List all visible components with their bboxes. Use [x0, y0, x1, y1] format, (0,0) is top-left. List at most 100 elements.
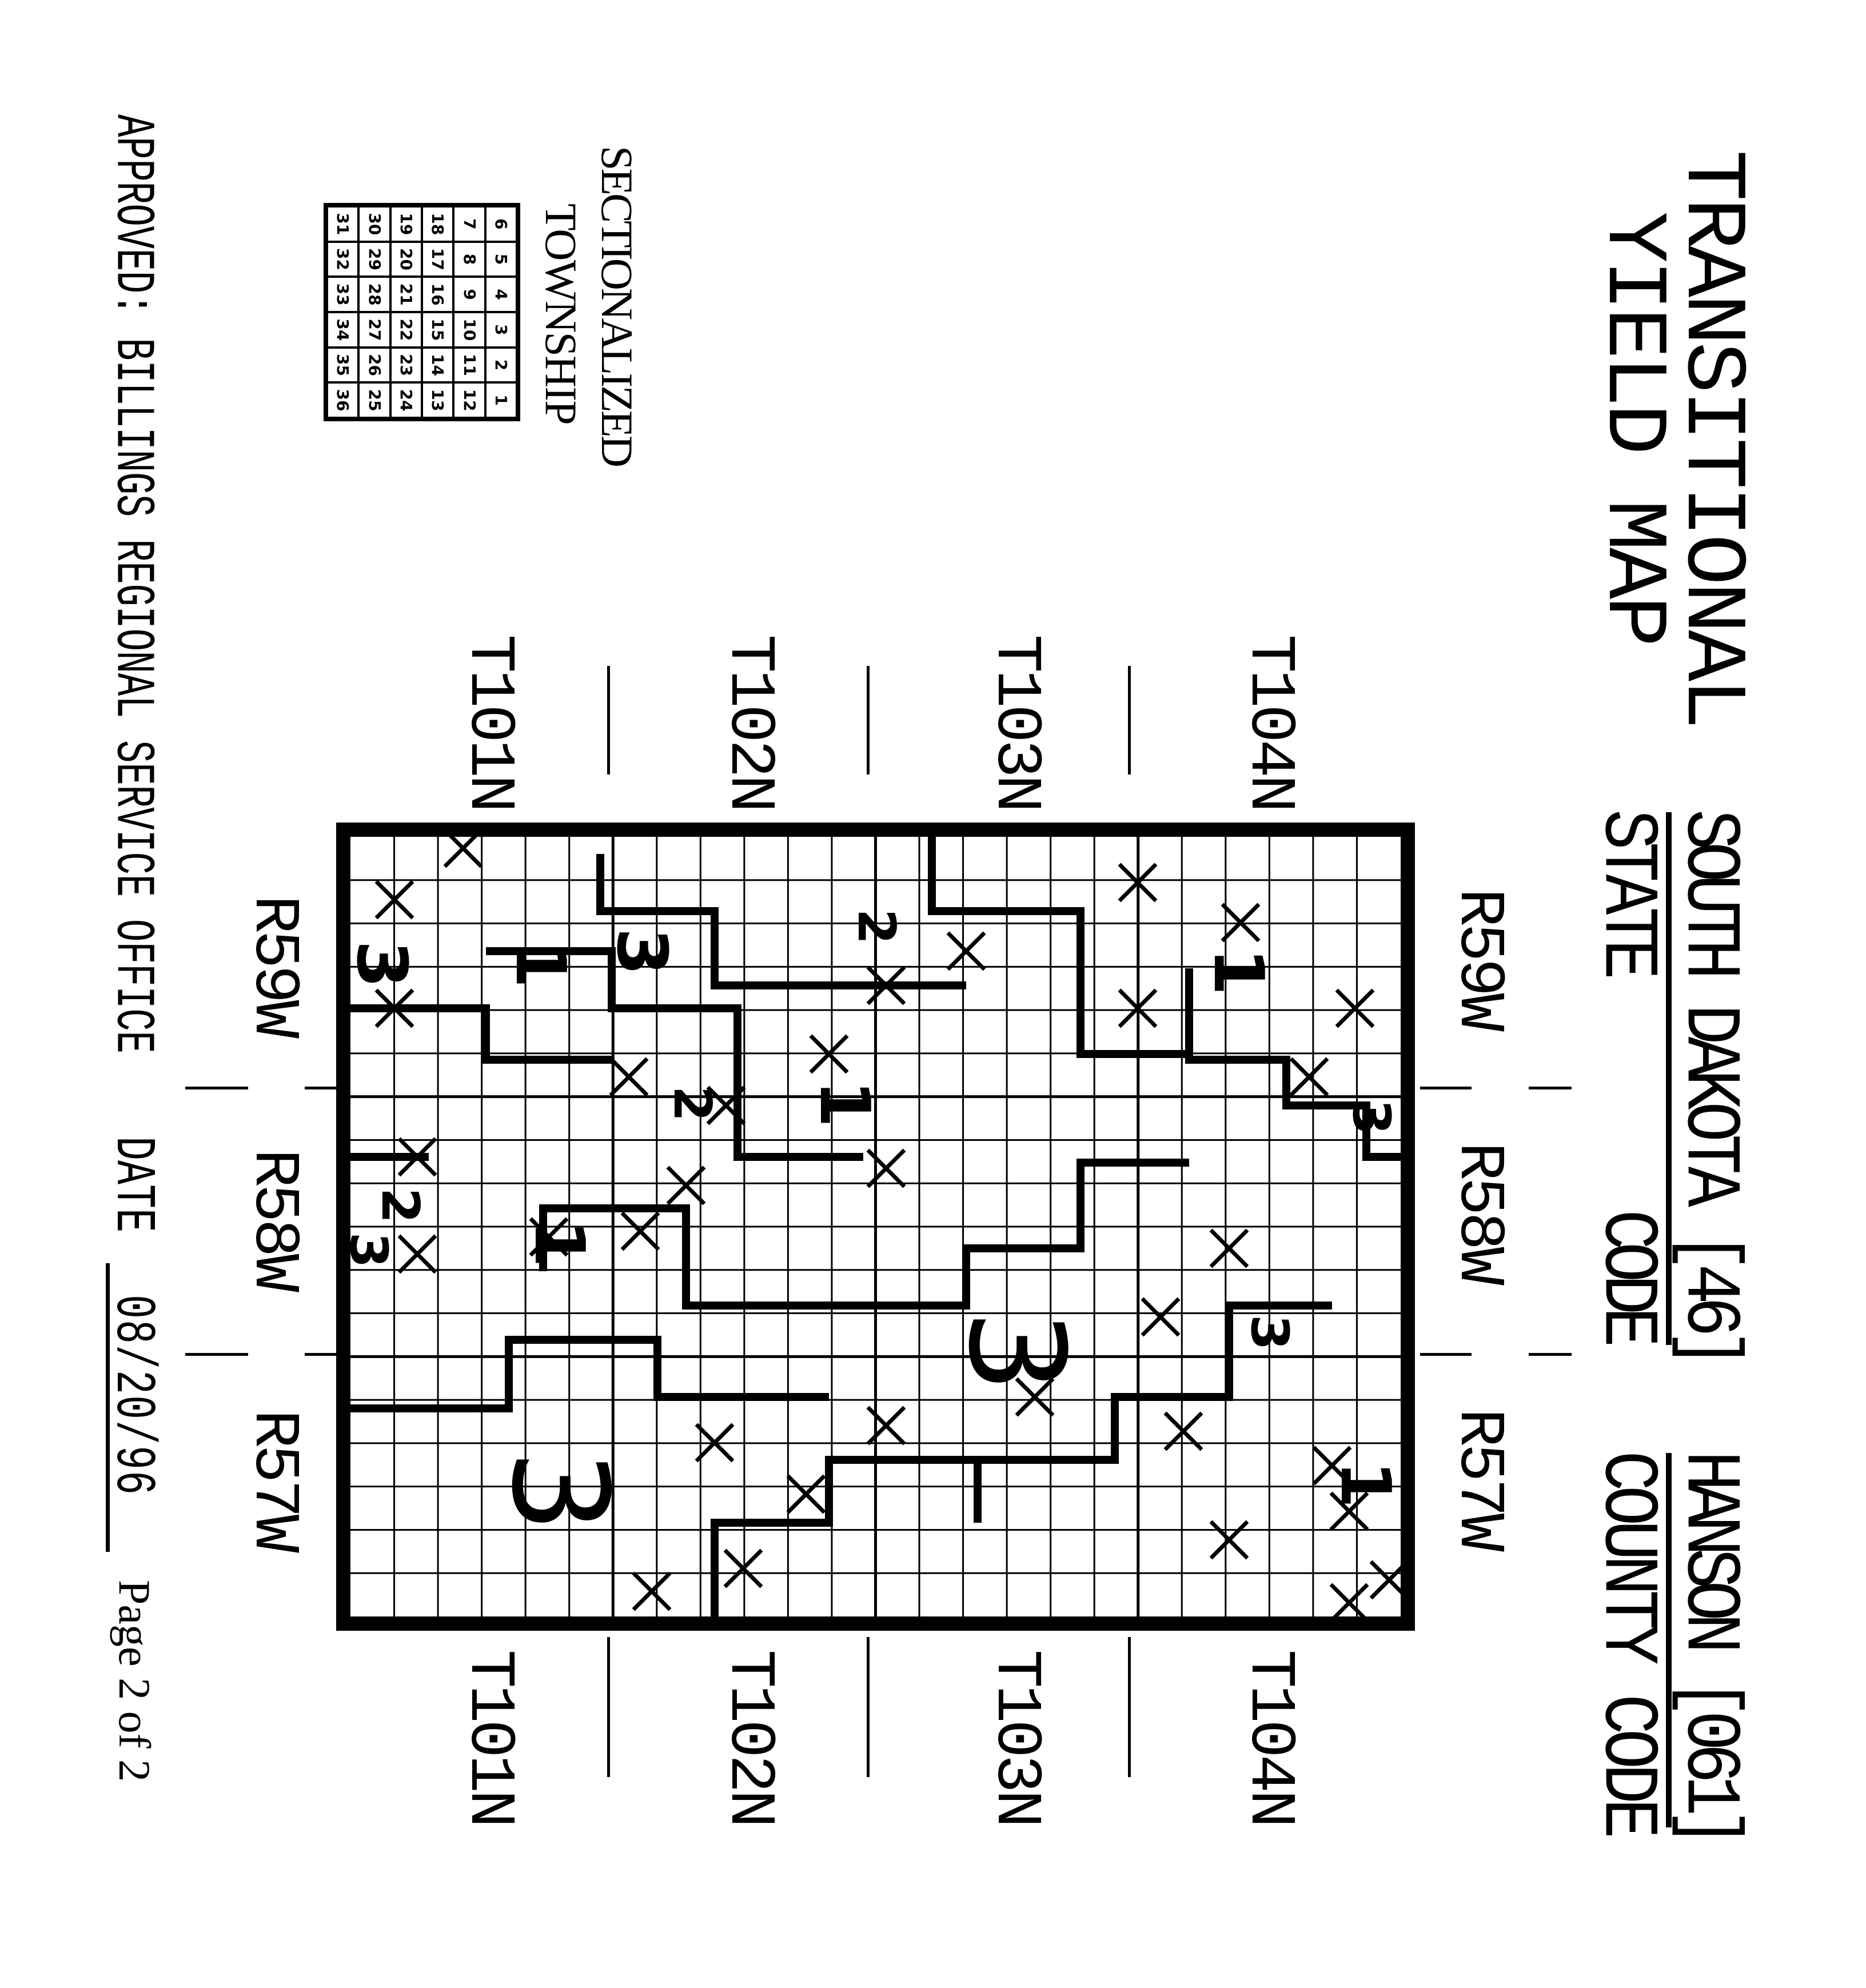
range-label-bottom-r59w: R59W	[237, 895, 310, 1035]
date-label: DATE	[100, 1136, 164, 1233]
x-mark	[397, 1234, 437, 1274]
yield-zone-label: 1	[804, 1080, 884, 1128]
legend-section-cell: 15	[422, 312, 454, 348]
township-tick	[867, 666, 870, 775]
x-mark	[609, 1057, 649, 1097]
yield-zone-label: 3	[341, 940, 421, 988]
yield-zone-label: 3	[1341, 1099, 1401, 1135]
x-mark	[695, 1423, 735, 1463]
township-label-right-t103n: T103N	[979, 1650, 1052, 1825]
range-tick	[1529, 1353, 1572, 1356]
legend-section-cell: 10	[453, 312, 485, 348]
yield-zone-label: 2	[370, 1187, 430, 1224]
range-tick	[185, 1087, 248, 1089]
x-mark	[632, 1571, 672, 1611]
yield-zone-label: 1	[1325, 1460, 1405, 1508]
x-mark	[866, 965, 906, 1005]
x-mark	[1289, 1057, 1329, 1097]
county-section-map: 1 3 3 1 3 2 1 2 3 1 1 3 2 3 3	[336, 823, 1415, 1631]
legend-title-line2: TOWNSHIP	[536, 203, 586, 424]
x-mark	[374, 988, 414, 1028]
township-label-left-t104n: T104N	[1233, 634, 1306, 810]
yield-zone-label: 1	[500, 940, 580, 988]
legend-section-cell: 6	[485, 206, 517, 242]
legend-section-cell: 21	[390, 277, 422, 312]
township-tick	[607, 666, 610, 775]
yield-zone-label: 2	[662, 1085, 722, 1122]
x-mark	[374, 880, 414, 920]
yield-zone-boundary	[350, 1336, 829, 1412]
yield-zone-boundary	[829, 1159, 1189, 1310]
x-mark	[946, 931, 986, 971]
yield-zone-boundary	[1185, 968, 1401, 1161]
legend-section-cell: 28	[358, 277, 390, 312]
yield-zone-boundary	[486, 947, 863, 1161]
range-tick	[1420, 1087, 1472, 1089]
legend-section-cell: 33	[327, 277, 359, 312]
yield-zone-label: 1	[519, 1220, 599, 1268]
map-title-line2: YIELD MAP	[1584, 211, 1681, 644]
x-mark	[1221, 903, 1261, 943]
x-mark	[1209, 1228, 1249, 1268]
township-tick	[867, 1637, 870, 1777]
x-mark	[1163, 1411, 1203, 1451]
x-mark	[1329, 1583, 1369, 1616]
township-label-left-t103n: T103N	[979, 634, 1052, 810]
legend-section-cell: 7	[453, 206, 485, 242]
legend-title-line1: SECTIONALIZED	[592, 146, 642, 465]
legend-section-cell: 3	[485, 312, 517, 348]
legend-section-cell: 8	[453, 241, 485, 277]
x-mark	[1141, 1297, 1181, 1337]
date-underline	[106, 1263, 110, 1552]
range-label-top-r58w: R58W	[1442, 1142, 1515, 1282]
range-label-bottom-r57w: R57W	[237, 1410, 310, 1550]
yield-zone-label: 3	[601, 928, 681, 976]
x-mark	[786, 1474, 826, 1514]
legend-section-cell: 36	[327, 382, 359, 418]
legend-section-cell: 12	[453, 382, 485, 418]
page-number: Page 2 of 2	[110, 1580, 160, 1782]
legend-section-cell: 19	[390, 206, 422, 242]
range-tick	[185, 1353, 248, 1356]
range-label-top-r57w: R57W	[1442, 1408, 1515, 1548]
range-label-top-r59w: R59W	[1442, 888, 1515, 1028]
yield-zone-label: 3	[939, 1309, 1092, 1394]
x-mark	[1209, 1520, 1249, 1560]
township-tick	[1128, 1637, 1131, 1777]
legend-section-cell: 30	[358, 206, 390, 242]
x-mark	[443, 837, 483, 868]
legend-section-cell: 16	[422, 277, 454, 312]
township-label-left-t101n: T101N	[453, 634, 525, 810]
county-value: HANSON [061]	[1665, 1451, 1753, 1841]
x-mark	[809, 1034, 849, 1074]
x-mark	[529, 1217, 569, 1257]
township-label-right-t104n: T104N	[1233, 1650, 1306, 1825]
range-label-bottom-r58w: R58W	[237, 1149, 310, 1289]
county-label: COUNTY CODE	[1582, 1451, 1670, 1833]
legend-section-cell: 17	[422, 241, 454, 277]
x-mark	[1369, 1560, 1401, 1600]
x-mark	[866, 1406, 906, 1446]
range-tick	[305, 1087, 336, 1089]
legend-section-cell: 26	[358, 347, 390, 383]
legend-section-cell: 20	[390, 241, 422, 277]
township-label-left-t102n: T102N	[713, 634, 786, 810]
legend-section-cell: 13	[422, 382, 454, 418]
legend-section-cell: 11	[453, 347, 485, 383]
legend-section-cell: 14	[422, 347, 454, 383]
x-mark	[620, 1211, 660, 1251]
x-mark	[1312, 1446, 1352, 1486]
yield-zone-label: 3	[1239, 1314, 1299, 1351]
range-tick	[305, 1353, 336, 1356]
yield-zone-label: 2	[846, 908, 906, 945]
legend-section-cell: 25	[358, 382, 390, 418]
yield-zone-boundary	[350, 1004, 612, 1064]
yield-zone-boundary	[596, 854, 966, 989]
legend-section-cell: 5	[485, 241, 517, 277]
legend-section-cell: 35	[327, 347, 359, 383]
legend-section-cell: 22	[390, 312, 422, 348]
section-grid	[350, 837, 1401, 1616]
township-label-right-t102n: T102N	[713, 1650, 786, 1825]
legend-section-cell: 29	[358, 241, 390, 277]
